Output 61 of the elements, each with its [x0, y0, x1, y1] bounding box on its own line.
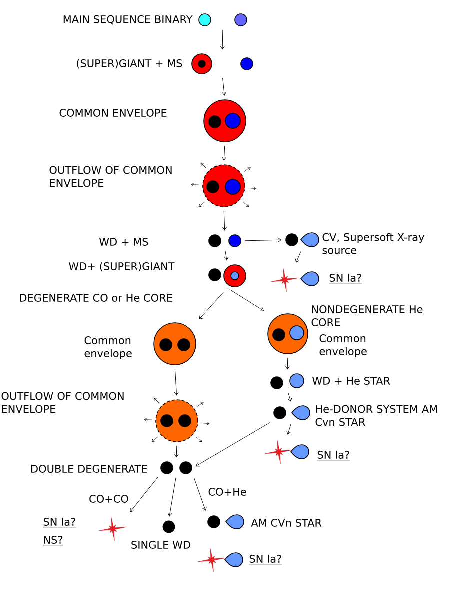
arrow: [220, 30, 225, 50]
arrow: [230, 290, 264, 312]
arrow: [224, 250, 229, 261]
arrow: [174, 446, 179, 458]
note-label: SN Ia?: [43, 518, 76, 528]
stage-label: WD + He STAR: [312, 377, 390, 385]
stage-label: NONDEGENERATE He CORE: [312, 306, 423, 326]
stage-label: He-DONOR SYSTEM AM Cvn STAR: [316, 405, 438, 426]
stage-label: AM CVn STAR: [251, 519, 322, 527]
star-system-drawing: [198, 14, 248, 26]
arrow: [130, 477, 158, 512]
star-system-drawing: [160, 462, 192, 474]
star-system-drawing: [208, 514, 244, 530]
arrow: [295, 250, 302, 263]
stage-label: MAIN SEQUENCE BINARY: [64, 15, 193, 25]
arrow: [194, 478, 207, 511]
arrow: [196, 422, 270, 467]
edge-label: CO+He: [207, 487, 248, 497]
arrow: [288, 392, 292, 402]
star-system-drawing: [156, 400, 198, 442]
note-label: NS?: [43, 536, 64, 546]
arrow: [286, 424, 292, 435]
note-label: SN Ia?: [249, 555, 282, 565]
arrow: [199, 290, 226, 320]
star-system-drawing: [154, 322, 196, 366]
star-system-drawing: [286, 232, 320, 248]
supernova-drawing: [265, 440, 310, 464]
note-label: SN Ia?: [317, 451, 350, 461]
arrow: [222, 146, 227, 161]
stage-label: Common envelope: [84, 336, 132, 360]
stage-label: WD+ (SUPER)GIANT: [69, 262, 175, 272]
note-label: SN Ia?: [329, 274, 362, 284]
supernova-drawing: [271, 268, 320, 292]
star-system-drawing: [270, 374, 304, 390]
supernova-drawing: [99, 517, 127, 541]
branch-label: DEGENERATE CO or He CORE: [20, 294, 172, 302]
star-system-drawing: [274, 406, 310, 420]
star-system-drawing: [268, 314, 308, 354]
arrow: [222, 210, 227, 231]
stage-label: OUTFLOW OF COMMON ENVELOPE: [2, 392, 124, 414]
stage-label: COMMON ENVELOPE: [60, 109, 167, 117]
star-dot: [162, 520, 176, 534]
arrow: [285, 358, 290, 370]
supernova-drawing: [198, 548, 244, 572]
star-system-drawing: [208, 234, 242, 248]
arrow: [244, 238, 282, 242]
arrow: [174, 368, 179, 396]
stage-label: SINGLE WD: [132, 541, 190, 549]
star-system-drawing: [192, 54, 254, 74]
star-system-drawing: [208, 264, 246, 288]
branch-label: WD + MS: [99, 238, 148, 246]
stage-label: OUTFLOW OF COMMON ENVELOPE: [50, 166, 172, 188]
stage-label: DOUBLE DEGENERATE: [32, 465, 148, 473]
star-system-drawing: [204, 100, 246, 142]
stage-label: (SUPER)GIANT + MS: [77, 59, 182, 69]
stage-label: Common envelope: [320, 334, 367, 358]
star-system-drawing: [202, 164, 246, 208]
edge-label: CO+CO: [88, 494, 130, 504]
arrow: [222, 78, 227, 96]
stage-label: CV, Supersoft X-ray source: [322, 233, 424, 254]
arrow: [168, 478, 176, 517]
